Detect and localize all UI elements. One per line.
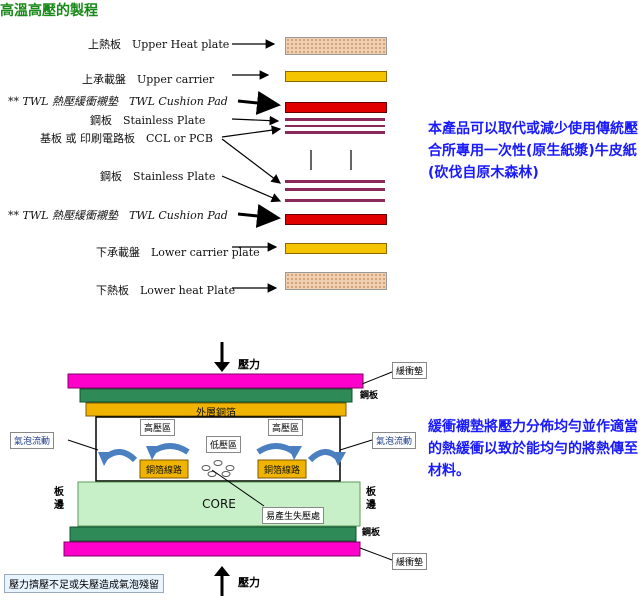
ccl-layer-1 (285, 125, 385, 127)
copper-trace-right (257, 459, 307, 479)
upper-carrier-plate (285, 71, 387, 82)
label-steel-bottom: 鋼板 (362, 528, 381, 538)
label-high-pressure-left: 高壓區 (140, 419, 176, 436)
steel-plate-top (79, 388, 353, 403)
label-stainless-plate-mid: 鋼板 Stainless Plate (100, 170, 216, 183)
lower-carrier-plate (285, 243, 387, 254)
cushion-bottom (63, 541, 361, 557)
ccl-layer-3 (285, 180, 385, 183)
label-steel-top: 鋼板 (360, 391, 379, 401)
leader-delam (211, 469, 265, 507)
arrow-ccl-2 (221, 138, 281, 184)
note-cushion-function: 緩衝襯墊將壓力分佈均勻並作適當的熱緩衝以致於能均勻的將熱傳至材料。 (428, 419, 638, 479)
copper-trace-left (139, 459, 189, 479)
label-board-edge-right: 板邊 (366, 487, 376, 511)
label-upper-carrier: 上承載盤 Upper carrier (82, 73, 215, 86)
callout-bubble-flow-left: 氣泡流動 (10, 432, 55, 449)
callout-bubble-flow-right: 氣泡流動 (372, 432, 417, 449)
label-outer-copper: 外層銅箔 (196, 408, 236, 419)
stack-arrows (221, 39, 352, 293)
arrow-stainless-top (231, 115, 280, 126)
arrow-twl-bottom (237, 203, 281, 228)
ccl-layer-2 (285, 131, 385, 134)
pressure-arrowhead-top (214, 362, 230, 372)
twl-cushion-pad-top (285, 102, 387, 113)
note-replace-kraft-paper: 本產品可以取代或減少使用傳統壓合所專用一次性(原生紙漿)牛皮紙(砍伐自原木森林) (428, 121, 638, 181)
bubble (221, 471, 231, 477)
label-board-edge-left: 板邊 (54, 487, 64, 511)
leader-bubble-left (67, 439, 99, 451)
ccl-layer-4 (285, 188, 385, 191)
callout-cushion-top: 緩衝墊 (392, 362, 428, 379)
label-ccl-pcb: 基板 或 印刷電路板 CCL or PCB (40, 132, 213, 145)
flow-arrowhead-right-2 (332, 452, 346, 466)
arrow-ccl-1 (221, 125, 282, 138)
pressure-arrowhead-bottom (214, 566, 230, 576)
label-lower-heat-plate: 下熱板 Lower heat Plate (96, 284, 236, 297)
callout-delamination: 易產生失壓處 (262, 507, 325, 524)
bubble (207, 471, 217, 477)
label-upper-heat-plate: 上熱板 Upper Heat plate (88, 38, 230, 51)
label-core: CORE (202, 497, 236, 511)
outer-copper-foil (85, 402, 347, 417)
lower-heat-plate (285, 272, 387, 290)
cushion-top (67, 373, 364, 389)
callout-cushion-bottom: 緩衝墊 (392, 553, 428, 570)
stainless-plate-top (285, 118, 385, 121)
leader-bubble-right (339, 439, 373, 451)
label-lower-carrier-plate: 下承載盤 Lower carrier plate (96, 246, 260, 259)
stainless-plate-mid (285, 199, 385, 202)
flow-arrowhead-left-2 (146, 446, 160, 460)
label-low-pressure: 低壓區 (206, 436, 242, 453)
flow-arrowhead-left-1 (98, 452, 112, 466)
label-copper-trace-right: 銅箔線路 (263, 466, 300, 476)
footer-caption: 壓力擠壓不足或失壓造成氣泡殘留 (4, 574, 164, 593)
twl-cushion-pad-bottom (285, 214, 387, 225)
label-stainless-plate-top: 鋼板 Stainless Plate (90, 114, 206, 127)
page-title: 高溫高壓的製程 (0, 3, 98, 19)
arrow-twl-top (237, 90, 281, 115)
arrow-stainless-mid (221, 175, 282, 203)
flow-arrowhead-right-1 (288, 446, 302, 460)
label-twl-cushion-bottom: ** TWL 熱壓緩衝襯墊 TWL Cushion Pad (8, 209, 228, 222)
label-copper-trace-left: 銅箔線路 (145, 466, 182, 476)
upper-heat-plate (285, 37, 387, 55)
bubble (225, 465, 235, 471)
bubble (201, 465, 211, 471)
leader-cushion-top (361, 371, 393, 385)
label-twl-cushion-top: ** TWL 熱壓緩衝襯墊 TWL Cushion Pad (8, 95, 228, 108)
steel-plate-bottom (69, 526, 357, 542)
label-high-pressure-right: 高壓區 (268, 419, 304, 436)
pressure-label-top: 壓力 (238, 358, 260, 371)
bubble (213, 460, 223, 466)
pressure-label-bottom: 壓力 (238, 576, 260, 589)
leader-cushion-bottom (359, 547, 393, 561)
